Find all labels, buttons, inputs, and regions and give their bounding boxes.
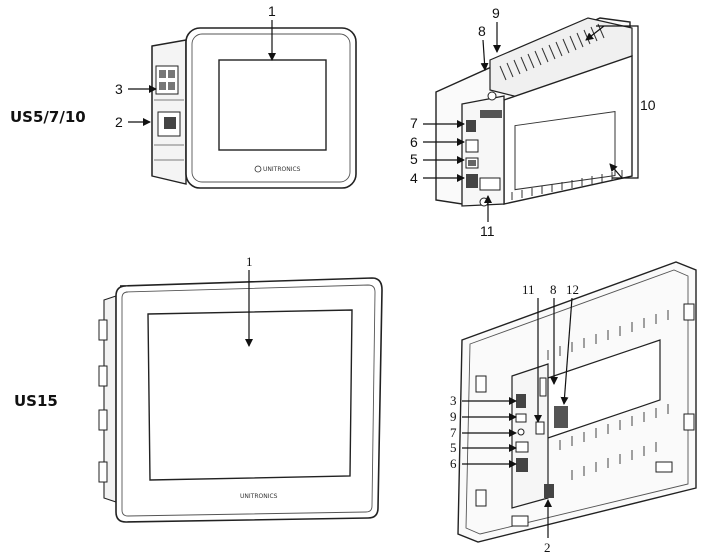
callout-bottom-rear-9: 9 bbox=[450, 409, 457, 424]
brand-logo-bottom: UNITRONICS bbox=[240, 493, 278, 500]
callout-top-rear-4: 4 bbox=[410, 170, 418, 186]
callout-top-rear-7: 7 bbox=[410, 115, 418, 131]
callout-top-side-2: 2 bbox=[115, 114, 123, 130]
callout-top-rear-9: 9 bbox=[492, 5, 500, 21]
model-label-us5-7-10: US5/7/10 bbox=[10, 108, 86, 126]
callout-bottom-front-1: 1 bbox=[246, 254, 253, 269]
callout-top-rear-10: 10 bbox=[640, 97, 656, 113]
callout-top-side-3: 3 bbox=[115, 81, 123, 97]
callout-bottom-rear-2: 2 bbox=[544, 540, 551, 555]
callout-top-rear-8: 8 bbox=[478, 23, 486, 39]
us5-front-view: UNITRONICS bbox=[151, 27, 357, 189]
callout-top-rear-5: 5 bbox=[410, 151, 418, 167]
callout-top-rear-11: 11 bbox=[480, 223, 495, 239]
callout-bottom-rear-5: 5 bbox=[450, 440, 457, 455]
callout-bottom-rear-8: 8 bbox=[550, 282, 557, 297]
us15-rear-view bbox=[457, 261, 697, 543]
callout-bottom-rear-7: 7 bbox=[450, 425, 457, 440]
callout-bottom-rear-6: 6 bbox=[450, 456, 457, 471]
callout-bottom-rear-12: 12 bbox=[566, 282, 579, 297]
us5-rear-view bbox=[435, 17, 633, 207]
us15-front-view: UNITRONICS bbox=[98, 277, 383, 523]
brand-logo-top: UNITRONICS bbox=[263, 166, 301, 173]
callout-bottom-rear-3: 3 bbox=[450, 393, 457, 408]
callout-bottom-rear-11: 11 bbox=[522, 282, 535, 297]
callout-top-front-1: 1 bbox=[268, 3, 276, 19]
model-label-us15: US15 bbox=[14, 392, 58, 410]
callout-top-rear-6: 6 bbox=[410, 134, 418, 150]
